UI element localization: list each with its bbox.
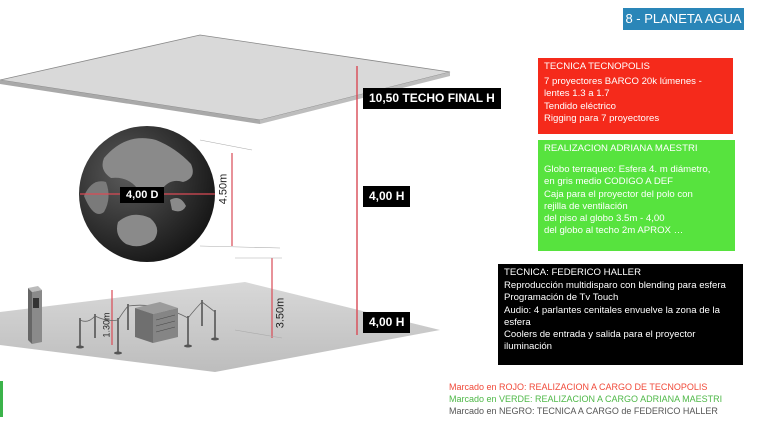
globe-land-asia: [102, 138, 193, 193]
globe-land-islands: [170, 198, 186, 212]
globe-height-label: 4.50m: [217, 173, 230, 205]
tecnopolis-line: lentes 1.3 a 1.7: [544, 88, 610, 100]
ceiling-level-label: 10,50 TECHO FINAL H: [363, 88, 501, 109]
rail-height-label: 1.30m: [101, 312, 112, 338]
extension-line-floor-b: [234, 329, 283, 339]
tecnopolis-panel: TECNICA TECNOPOLIS 7 proyectores BARCO 2…: [538, 58, 733, 134]
maestri-line: rejilla de ventilación: [544, 200, 628, 212]
globe-land-africa: [84, 181, 109, 214]
floor-to-globe-label: 3.50m: [274, 297, 287, 329]
left-edge-marker: [0, 381, 3, 417]
ceiling-panel-side: [260, 72, 450, 124]
tecnopolis-line: Rigging para 7 proyectores: [544, 112, 660, 124]
page-title: 8 - PLANETA AGUA: [623, 8, 744, 30]
projector-box: [135, 302, 178, 343]
globe-diameter-label: 4,00 D: [120, 187, 165, 203]
haller-line: Audio: 4 parlantes cenitales envuelve la…: [504, 304, 721, 328]
haller-panel-title: TECNICA: FEDERICO HALLER: [504, 267, 642, 278]
maestri-panel: REALIZACION ADRIANA MAESTRI Globo terraq…: [538, 140, 735, 251]
tecnopolis-line: Tendido eléctrico: [544, 100, 616, 112]
lower-level-label: 4,00 H: [363, 312, 411, 333]
middle-level-label: 4,00 H: [363, 186, 411, 207]
floor: [0, 282, 440, 372]
haller-line: Programación de Tv Touch: [504, 292, 619, 304]
tecnopolis-panel-title: TECNICA TECNOPOLIS: [544, 61, 650, 72]
legend-red: Marcado en ROJO: REALIZACION A CARGO DE …: [449, 382, 708, 392]
haller-panel: TECNICA: FEDERICO HALLER Reproducción mu…: [498, 264, 743, 365]
ceiling-panel-edge: [0, 80, 260, 124]
legend-green: Marcado en VERDE: REALIZACION A CARGO AD…: [449, 394, 723, 404]
globe-land-australia: [117, 214, 158, 247]
maestri-line: del piso al globo 3.5m - 4,00: [544, 213, 665, 225]
extension-line-mid: [199, 245, 281, 249]
maestri-line: en gris medio CODIGO A DEF: [544, 176, 674, 188]
maestri-line: del globo al techo 2m APROX …: [544, 225, 684, 237]
tecnopolis-line: 7 proyectores BARCO 20k lúmenes -: [544, 76, 702, 88]
maestri-line: Globo terraqueo: Esfera 4. m diámetro,: [544, 164, 711, 176]
haller-line: Reproducción multidisparo con blending p…: [504, 280, 726, 292]
stanchion-rails: [79, 300, 216, 352]
legend-black: Marcado en NEGRO: TECNICA A CARGO de FED…: [449, 406, 718, 416]
extension-line-top: [199, 139, 253, 151]
stanchion-bases: [76, 337, 219, 355]
maestri-panel-title: REALIZACION ADRIANA MAESTRI: [544, 143, 698, 154]
haller-line: Coolers de entrada y salida para el proy…: [504, 329, 696, 353]
touch-totem: [28, 286, 42, 344]
maestri-line: Caja para el proyector del polo con: [544, 188, 693, 200]
